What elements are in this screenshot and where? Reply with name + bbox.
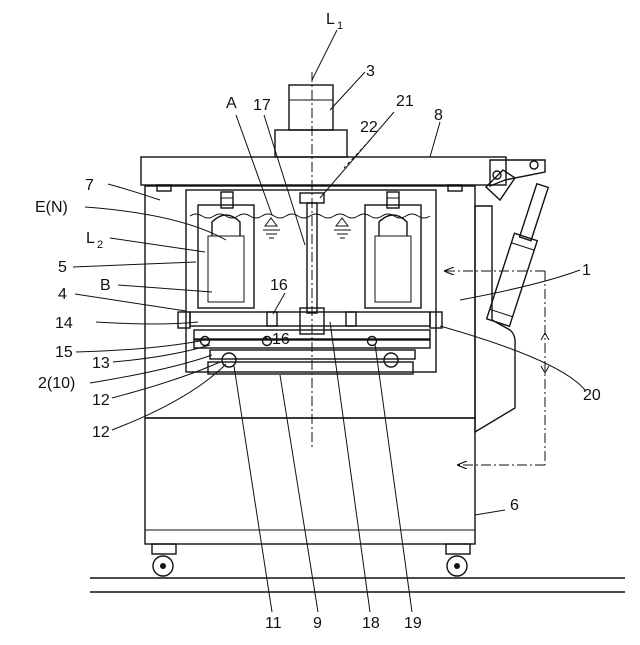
housing-body [145,186,475,418]
left-caster [152,544,176,576]
gas-spring [487,182,554,326]
motor [289,85,333,130]
bearing-mid-right [346,312,356,326]
label-14: 14 [55,315,73,332]
label-7: 7 [85,177,94,194]
pivot-left [222,353,236,367]
label-20: 20 [583,387,601,404]
label-11: 11 [265,615,282,632]
right-container [365,192,421,308]
label-22: 22 [360,119,378,136]
gear-train [190,312,430,326]
label-5: 5 [58,259,67,276]
label-1: 1 [582,262,591,279]
label-L1-sub: 1 [337,20,343,32]
label-L2: L [86,230,95,247]
water-level-symbol-right [334,218,351,238]
hinge-assembly [486,160,545,200]
motor-base [275,130,347,157]
label-16b: 16 [272,331,290,348]
left-container [198,192,254,308]
label-4: 4 [58,286,67,303]
roller-left [201,337,210,346]
label-3: 3 [366,63,375,80]
label-21: 21 [396,93,414,110]
label-15: 15 [55,344,73,361]
label-12a: 12 [92,392,110,409]
label-13: 13 [92,355,110,372]
leader-lines [73,30,585,612]
pivot-right [384,353,398,367]
label-6: 6 [510,497,519,514]
label-8: 8 [434,107,443,124]
label-16a: 16 [270,277,288,294]
water-level-symbol-left [263,218,280,238]
label-19: 19 [404,615,422,632]
label-2-10: 2(10) [38,375,75,392]
label-A: A [226,95,237,112]
top-lid [141,157,506,185]
right-caster [446,544,470,576]
bearing-left [178,312,190,328]
label-17: 17 [253,97,271,114]
inner-chamber [186,190,436,372]
label-9: 9 [313,615,322,632]
label-EN: E(N) [35,199,68,216]
label-12b: 12 [92,424,110,441]
label-18: 18 [362,615,380,632]
base-cabinet [145,418,475,544]
bearing-mid-left [267,312,277,326]
label-L1: L [326,11,335,28]
side-door [475,206,515,432]
label-B: B [100,277,111,294]
label-L2-sub: 2 [97,239,103,251]
